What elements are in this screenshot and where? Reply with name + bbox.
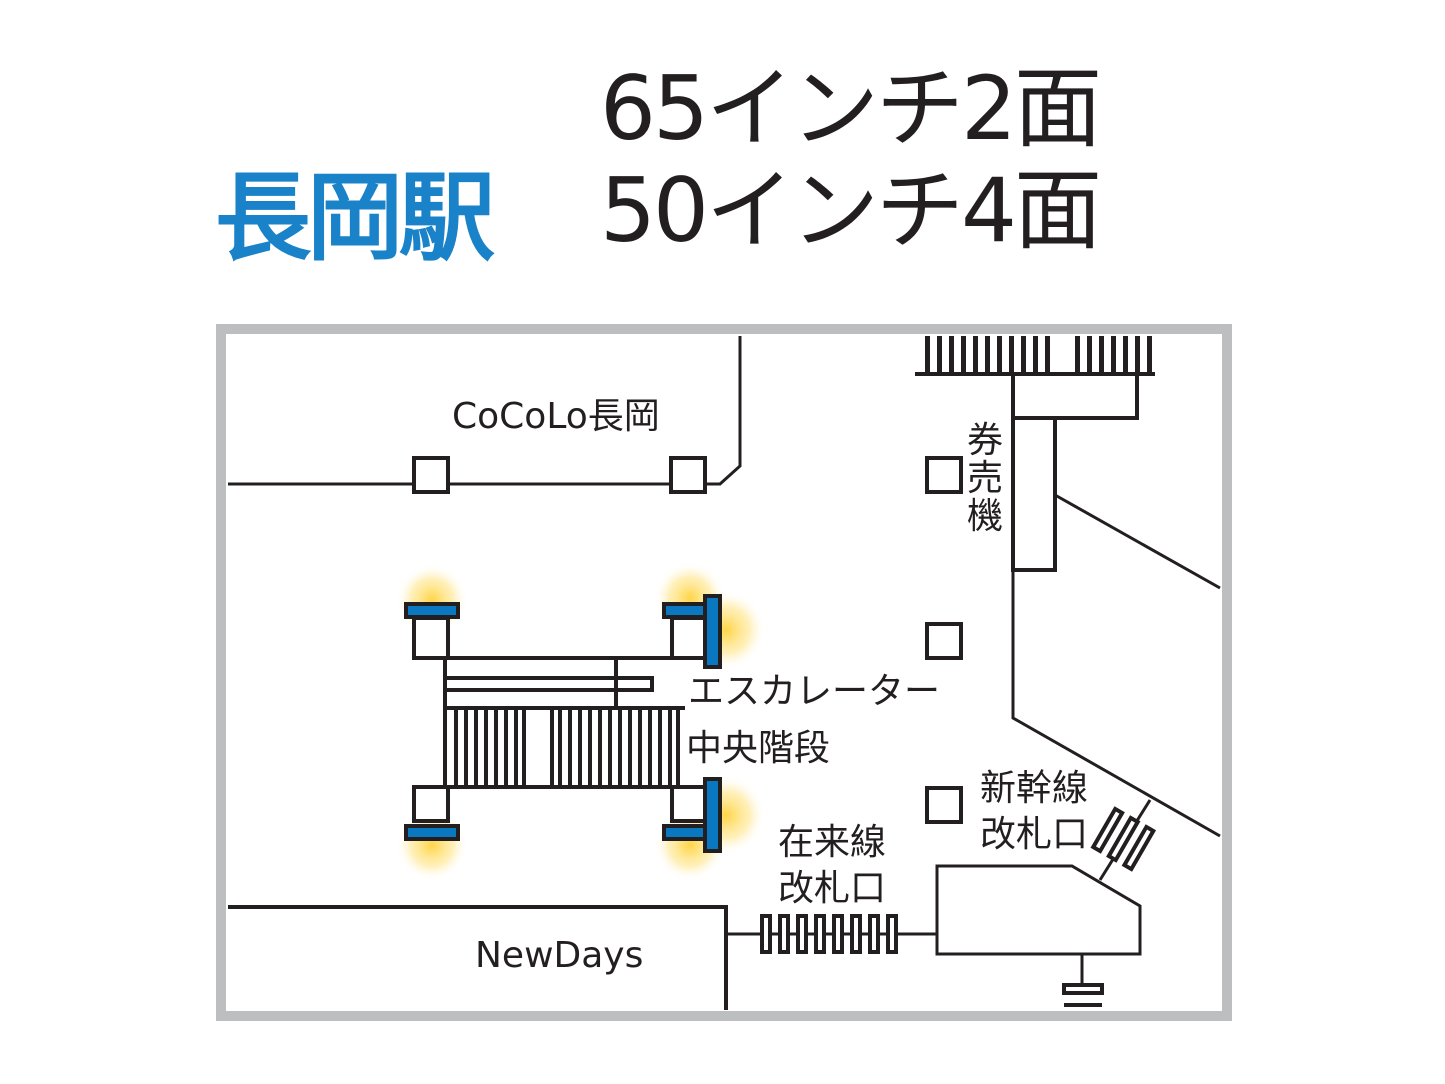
escalator-stairs	[412, 616, 707, 823]
label-cocolo: CoCoLo長岡	[452, 396, 660, 437]
screen-spec-50: 50インチ4面	[600, 159, 1102, 262]
screen-spec-65: 65インチ2面	[600, 57, 1102, 160]
screen-65in	[703, 777, 722, 853]
top-gates	[925, 336, 1152, 372]
label-shinkansen-gate-2: 改札口	[980, 814, 1088, 855]
label-local-gate-1: 在来線	[778, 822, 886, 863]
pillars	[412, 456, 963, 824]
screen-65in	[703, 594, 722, 669]
label-ticket-machine-1: 券	[967, 420, 1003, 461]
screens	[404, 594, 722, 853]
screen-50in	[662, 824, 707, 841]
map-frame	[216, 324, 1232, 1021]
shinkansen-gates	[1090, 806, 1157, 872]
stair-steps	[454, 708, 680, 787]
screen-50in	[662, 602, 707, 619]
screen-50in	[404, 602, 460, 619]
label-ticket-machine-2: 売	[967, 458, 1003, 499]
local-gates	[760, 914, 898, 954]
label-ticket-machine-3: 機	[967, 496, 1003, 537]
bottom-gate	[1062, 983, 1104, 1007]
label-escalator: エスカレーター	[688, 671, 940, 712]
walls	[228, 336, 1221, 1010]
station-name: 長岡駅	[215, 162, 495, 274]
screen-50in	[404, 824, 460, 841]
label-central-stairs: 中央階段	[686, 728, 830, 769]
label-shinkansen-gate-1: 新幹線	[980, 768, 1088, 809]
label-local-gate-2: 改札口	[778, 868, 886, 909]
label-newdays: NewDays	[475, 935, 643, 976]
